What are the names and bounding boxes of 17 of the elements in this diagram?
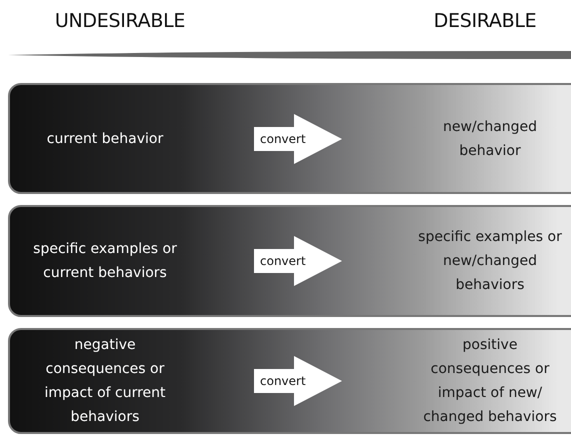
behavior-text: new/changed behavior: [442, 118, 538, 160]
behavior-text: positive consequences or impact of new/ changed behaviors: [422, 336, 558, 427]
block-arrow: [254, 356, 342, 406]
column-heading: UNDESIRABLE: [54, 10, 186, 32]
behavior-text: negative consequences or impact of current behaviors: [43, 336, 167, 427]
gradient-band: [8, 205, 571, 317]
gradient-band: [8, 83, 571, 194]
behavior-text: current behavior: [46, 130, 164, 148]
column-heading: DESIRABLE: [432, 10, 538, 32]
arrow-label: convert: [260, 254, 306, 268]
gradient-band: [8, 328, 571, 434]
arrow-label: convert: [260, 132, 306, 146]
behavior-text: specific examples or new/changed behaviors: [417, 228, 563, 295]
block-arrow: [254, 236, 342, 286]
block-arrow: [254, 114, 342, 164]
behavior-text: specific examples or current behaviors: [32, 240, 178, 283]
arrow-label: convert: [260, 374, 306, 388]
